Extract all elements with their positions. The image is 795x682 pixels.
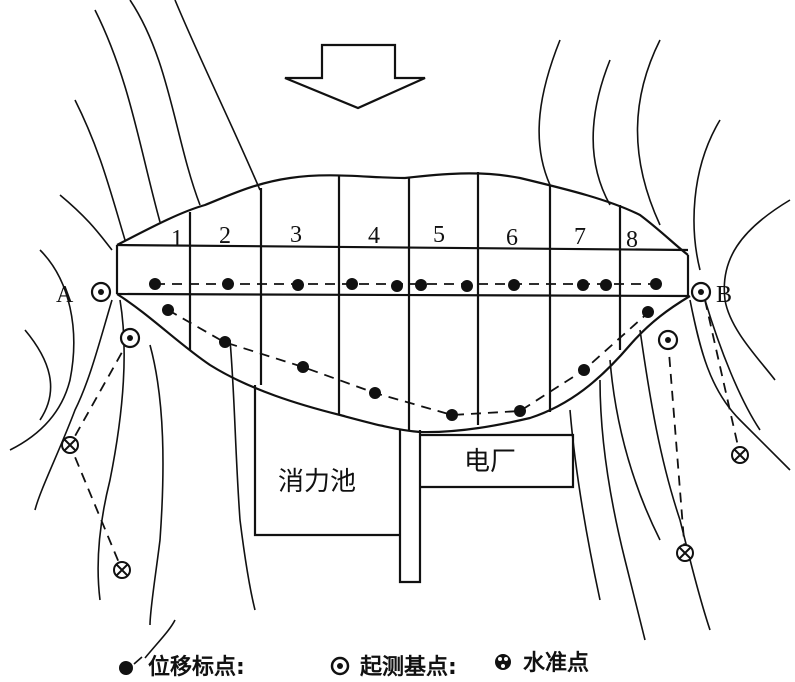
legend-displacement: 位移标点: [148,654,245,680]
power-plant-label: 电厂 [464,447,516,477]
block-label: 2 [219,223,231,249]
displacement-points [149,278,662,421]
right-leveling-line-1 [667,339,686,554]
reference-point-icon [330,656,350,676]
abutment-a-label: A [56,282,74,308]
legend-leveling: 水准点 [523,650,589,676]
block-label: 4 [368,223,380,249]
contour-lines-left [9,0,261,626]
right-leveling-line-2 [704,299,741,456]
block-label: 5 [433,222,445,248]
block-label: 7 [574,224,586,250]
block-numbers: 1 2 3 4 5 6 7 8 [171,222,638,253]
contour-lines-right [538,39,791,641]
legend: 位移标点: 起测基点: 水准点 [119,619,589,680]
dam-body [115,172,691,434]
displacement-point-icon [119,661,133,675]
abutment-b-label: B [716,282,732,308]
block-label: 8 [626,227,638,253]
block-label: 6 [506,225,518,251]
power-plant [420,433,575,489]
flow-arrow-icon [284,43,426,110]
block-label: 1 [171,226,183,252]
stilling-basin [253,385,400,537]
leveling-point-icon [495,654,511,670]
legend-reference: 起测基点: [359,654,457,680]
outlet-channel [398,430,422,584]
stilling-basin-label: 消力池 [278,467,356,497]
leveling-points [61,436,749,579]
lower-alignment-line [167,309,651,416]
block-label: 3 [290,222,302,248]
